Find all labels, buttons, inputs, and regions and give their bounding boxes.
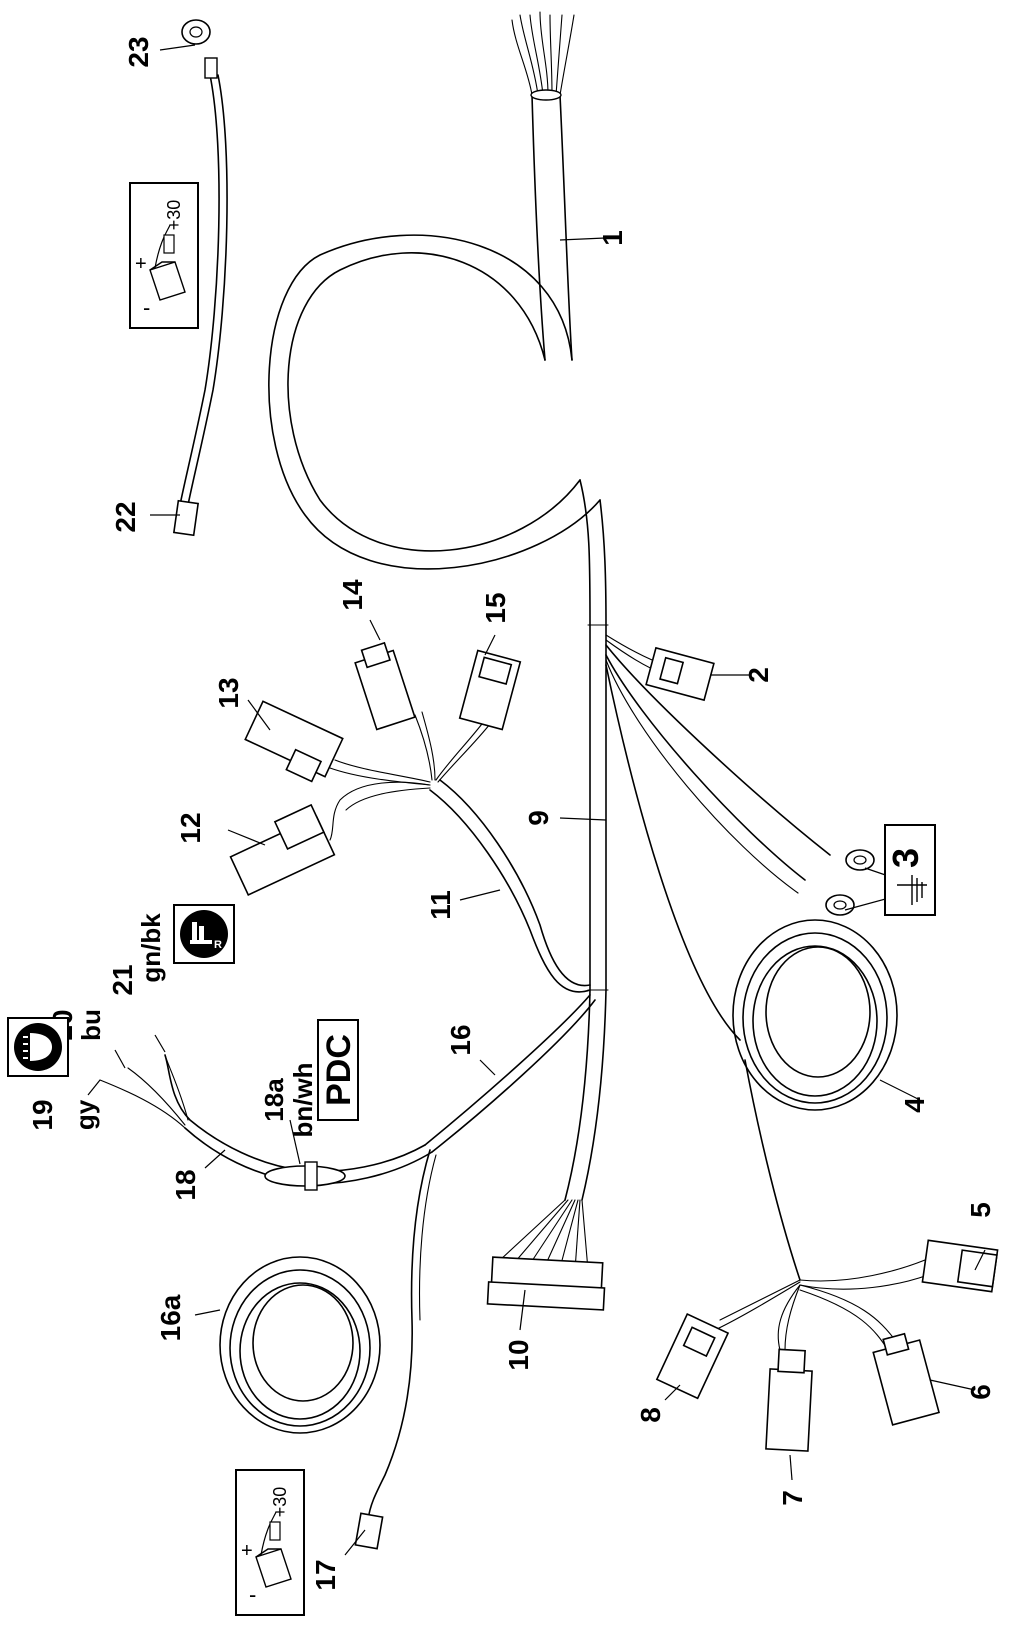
callout-4: 4 bbox=[899, 1097, 930, 1113]
battery-icon bbox=[255, 1511, 292, 1588]
wire-color-gy: gy bbox=[70, 1099, 100, 1130]
branch-16 bbox=[99, 994, 596, 1550]
callout-3: 3 bbox=[885, 848, 926, 868]
callout-16: 16 bbox=[445, 1024, 476, 1055]
ground-terminals-branch bbox=[605, 644, 875, 916]
fog-light-box bbox=[7, 1017, 69, 1077]
callout-15: 15 bbox=[480, 592, 511, 623]
callout-12: 12 bbox=[175, 812, 206, 843]
wire-color-gn-bk: gn/bk bbox=[136, 913, 166, 983]
wire-color-bu: bu bbox=[76, 1009, 106, 1041]
callout-17: 17 bbox=[310, 1559, 341, 1590]
callout-11: 11 bbox=[425, 890, 456, 920]
leader-lines bbox=[87, 44, 986, 1556]
connector-2 bbox=[605, 634, 715, 702]
callout-19: 19 bbox=[27, 1099, 58, 1130]
callout-9: 9 bbox=[523, 810, 554, 826]
battery-terminal-label-top: +30 bbox=[164, 200, 184, 231]
battery-icon bbox=[149, 224, 186, 301]
connector-10 bbox=[486, 1199, 606, 1311]
ground-box-3: 3 bbox=[884, 824, 936, 916]
ground-symbol-icon bbox=[897, 875, 927, 905]
callout-10: 10 bbox=[503, 1339, 534, 1370]
battery-box-bottom: +30 + - bbox=[235, 1469, 305, 1616]
pdc-box: PDC bbox=[317, 1019, 359, 1121]
callout-22: 22 bbox=[110, 501, 141, 532]
callout-18a: 18a bbox=[259, 1078, 289, 1122]
callout-16a: 16a bbox=[155, 1294, 186, 1341]
pdc-label: PDC bbox=[320, 1034, 358, 1106]
callout-5: 5 bbox=[965, 1202, 996, 1218]
battery-cable-22-23 bbox=[172, 19, 228, 537]
connector-7 bbox=[765, 1368, 813, 1452]
connector-22 bbox=[172, 499, 200, 537]
connector-6 bbox=[872, 1339, 940, 1426]
battery-plus-bottom: + bbox=[241, 1540, 253, 1562]
branch-11 bbox=[229, 641, 591, 993]
callout-8: 8 bbox=[635, 1407, 666, 1423]
battery-terminal-label-bottom: +30 bbox=[270, 1487, 290, 1518]
callout-14: 14 bbox=[337, 579, 368, 611]
connector-17 bbox=[354, 1512, 384, 1550]
battery-box-top: +30 + - bbox=[129, 182, 199, 329]
callout-6: 6 bbox=[965, 1384, 996, 1400]
heated-seat-box: R bbox=[173, 904, 235, 964]
callout-1: 1 bbox=[597, 230, 628, 246]
battery-plus-top: + bbox=[135, 253, 147, 275]
coil-4 bbox=[605, 664, 898, 1281]
connector-cluster-5-8 bbox=[655, 1239, 999, 1452]
battery-minus-top: - bbox=[143, 295, 150, 320]
battery-minus-bottom: - bbox=[249, 1582, 256, 1607]
callout-23: 23 bbox=[123, 36, 154, 67]
callout-2: 2 bbox=[743, 667, 774, 683]
callout-21: 21 bbox=[107, 964, 138, 995]
callout-7: 7 bbox=[777, 1490, 808, 1506]
main-harness-trunk bbox=[268, 94, 609, 1201]
callout-13: 13 bbox=[213, 677, 244, 708]
heated-seat-letter: R bbox=[214, 939, 222, 951]
trunk-open-wire-ends bbox=[511, 11, 575, 101]
callout-18: 18 bbox=[170, 1169, 201, 1200]
callout-labels: 1 2 4 5 6 7 8 9 10 11 12 13 14 15 16 16a… bbox=[27, 36, 996, 1590]
wire-color-bn-wh: bn/wh bbox=[288, 1062, 318, 1137]
